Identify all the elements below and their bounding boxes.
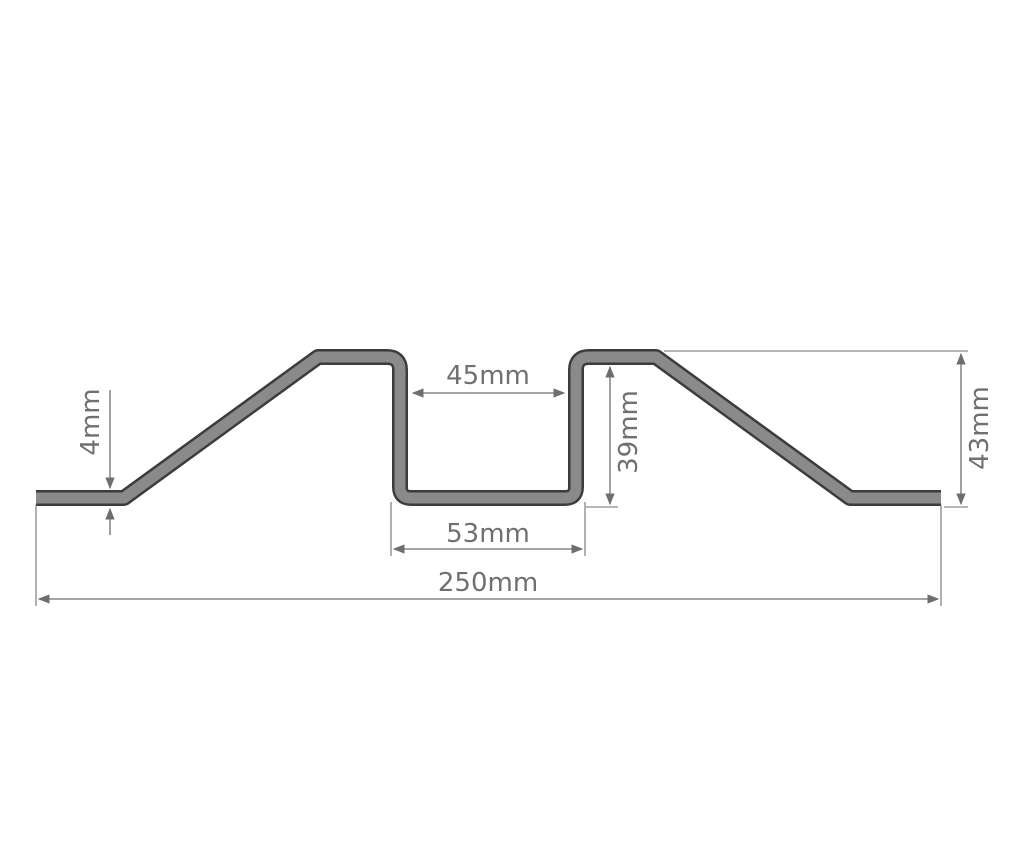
overall-height-dimension: 43mm <box>664 350 995 508</box>
channel-inner-width-label: 45mm <box>446 361 530 391</box>
channel-inner-width-dimension: 45mm <box>411 361 566 398</box>
thickness-dimension: 4mm <box>76 388 115 535</box>
overall-height-label: 43mm <box>965 386 995 470</box>
overall-width-dimension: 250mm <box>35 505 942 606</box>
channel-outer-width-label: 53mm <box>446 519 530 549</box>
profile-fill <box>36 351 941 504</box>
overall-width-label: 250mm <box>438 568 538 598</box>
channel-outer-width-dimension: 53mm <box>390 502 586 556</box>
channel-depth-dimension: 39mm <box>586 365 644 508</box>
thickness-label: 4mm <box>76 388 106 455</box>
sheet-profile <box>36 349 941 506</box>
channel-depth-label: 39mm <box>614 390 644 474</box>
